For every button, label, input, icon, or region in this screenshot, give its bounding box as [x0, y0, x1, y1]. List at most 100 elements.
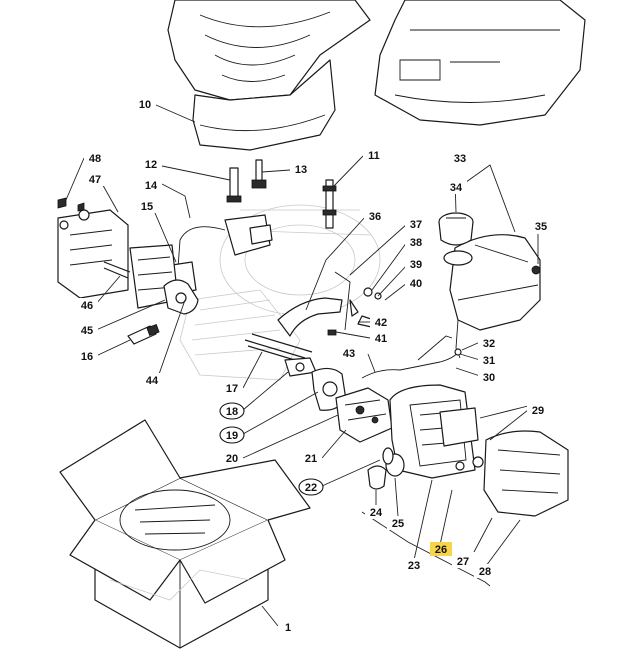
svg-text:18: 18 [226, 406, 238, 418]
callout-28: 28 [474, 564, 496, 578]
engine-box-1 [59, 419, 311, 649]
svg-text:48: 48 [89, 153, 101, 165]
svg-text:35: 35 [535, 221, 547, 233]
gasket-22 [382, 447, 394, 465]
bolt-11 [322, 179, 337, 229]
svg-text:41: 41 [375, 333, 387, 345]
callout-37: 37 [405, 217, 427, 231]
spark-plug-16 [127, 324, 160, 345]
callout-42: 42 [370, 315, 392, 329]
svg-text:11: 11 [368, 150, 380, 162]
svg-text:25: 25 [392, 518, 404, 530]
callout-41: 41 [370, 331, 392, 345]
muffler-gasket-44 [163, 279, 199, 315]
carburetor-21 [335, 387, 393, 443]
svg-text:26: 26 [435, 544, 447, 556]
svg-text:19: 19 [226, 430, 238, 442]
svg-text:43: 43 [343, 348, 355, 360]
svg-text:24: 24 [370, 507, 383, 519]
svg-text:32: 32 [483, 338, 495, 350]
svg-text:1: 1 [285, 622, 291, 634]
svg-text:16: 16 [81, 351, 93, 363]
svg-text:46: 46 [81, 300, 93, 312]
callout-15: 15 [136, 199, 158, 213]
svg-text:39: 39 [410, 259, 422, 271]
svg-text:13: 13 [295, 164, 307, 176]
engine-top-cover-left [167, 0, 371, 101]
svg-text:17: 17 [226, 383, 238, 395]
callout-18: 18 [219, 402, 245, 420]
svg-text:42: 42 [375, 317, 387, 329]
callout-30: 30 [478, 370, 500, 384]
callout-12: 12 [140, 157, 162, 171]
svg-text:29: 29 [532, 405, 544, 417]
screws-46-48 [57, 197, 131, 279]
bolt-12 [226, 167, 242, 203]
svg-text:44: 44 [146, 375, 159, 387]
callout-39: 39 [405, 257, 427, 271]
svg-text:14: 14 [145, 180, 158, 192]
fuel-cap-34 [438, 212, 474, 246]
callout-10: 10 [134, 97, 156, 111]
fuel-line-clip-31-32 [454, 319, 462, 359]
callout-34: 34 [445, 180, 467, 194]
callout-40: 40 [405, 276, 427, 290]
svg-text:36: 36 [369, 211, 381, 223]
svg-text:33: 33 [454, 153, 466, 165]
engine-top-cover-right [374, 0, 586, 126]
seal-29 [479, 405, 529, 419]
callout-33: 33 [449, 151, 471, 165]
svg-text:31: 31 [483, 355, 495, 367]
callout-43: 43 [338, 346, 360, 360]
svg-text:23: 23 [408, 560, 420, 572]
callout-13: 13 [290, 162, 312, 176]
callout-29: 29 [527, 403, 549, 417]
callout-36: 36 [364, 209, 386, 223]
callout-35: 35 [530, 219, 552, 233]
leader-lines [65, 104, 539, 627]
callout-23: 23 [403, 558, 425, 572]
svg-text:22: 22 [305, 482, 317, 494]
svg-text:21: 21 [305, 453, 317, 465]
callout-25: 25 [387, 516, 409, 530]
callout-46: 46 [76, 298, 98, 312]
svg-text:15: 15 [141, 201, 153, 213]
svg-text:20: 20 [226, 453, 238, 465]
air-filter-cover-28 [483, 430, 569, 517]
bolt-13 [251, 159, 267, 189]
muffler-heat-shield [57, 209, 129, 299]
svg-text:40: 40 [410, 278, 422, 290]
callout-31: 31 [478, 353, 500, 367]
ignition-coil [171, 214, 273, 294]
callout-22: 22 [298, 478, 324, 496]
svg-text:28: 28 [479, 566, 491, 578]
bolt-35 [531, 265, 541, 275]
callout-1: 1 [280, 620, 296, 634]
callout-16: 16 [76, 349, 98, 363]
callout-27: 27 [452, 554, 474, 568]
callout-17: 17 [221, 381, 243, 395]
callout-45: 45 [76, 323, 98, 337]
callout-26: 26 [430, 542, 452, 556]
callout-14: 14 [140, 178, 162, 192]
nut-27 [455, 456, 484, 471]
air-filter-element-26 [439, 407, 479, 447]
svg-text:30: 30 [483, 372, 495, 384]
callout-20: 20 [221, 451, 243, 465]
callout-24: 24 [365, 505, 387, 519]
svg-text:38: 38 [410, 237, 422, 249]
svg-text:45: 45 [81, 325, 93, 337]
callout-19: 19 [219, 426, 245, 444]
callout-48: 48 [84, 151, 106, 165]
intake-pipe-36 [277, 297, 343, 337]
callout-38: 38 [405, 235, 427, 249]
callout-32: 32 [478, 336, 500, 350]
svg-text:12: 12 [145, 159, 157, 171]
callout-11: 11 [363, 148, 385, 162]
svg-text:34: 34 [450, 182, 463, 194]
fuel-tank-33 [443, 234, 541, 331]
callout-47: 47 [84, 172, 106, 186]
svg-text:47: 47 [89, 174, 101, 186]
engine-shroud-part-10 [192, 59, 336, 151]
